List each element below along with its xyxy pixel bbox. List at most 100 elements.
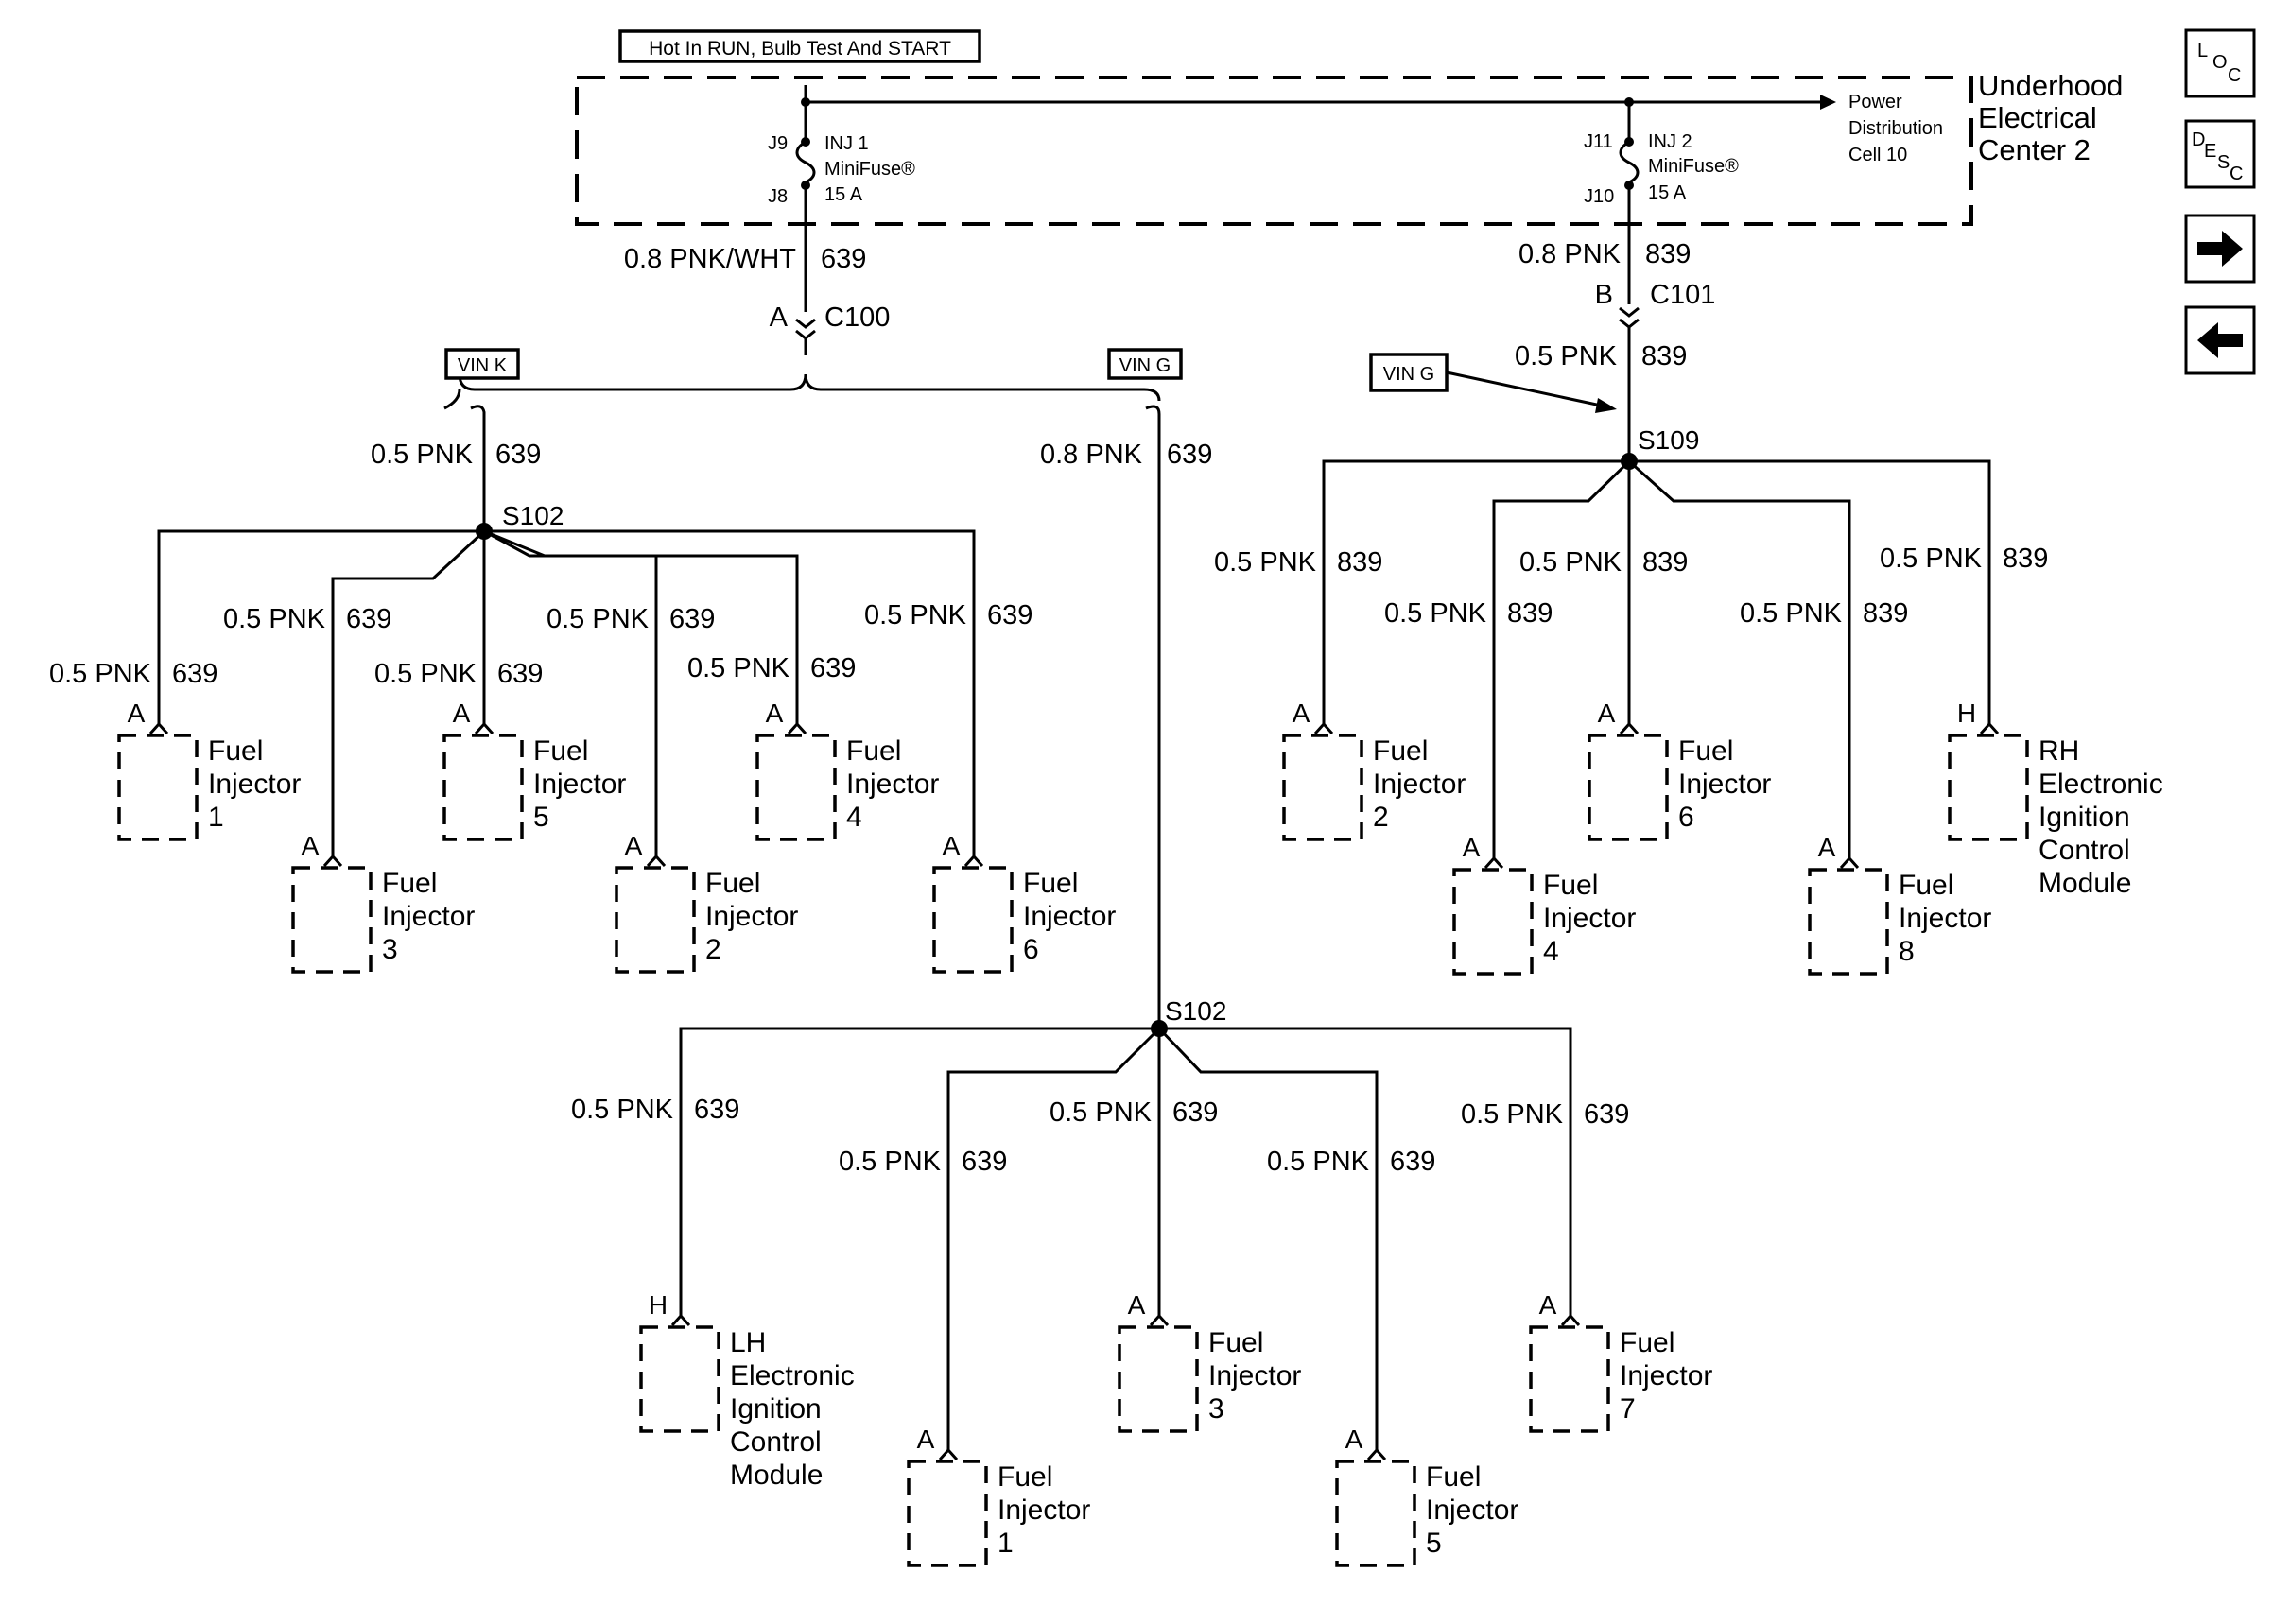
wire-circuit-g_inj7: 639 [1584, 1099, 1629, 1130]
component-label-g_inj7-2: 7 [1620, 1393, 1636, 1425]
splice-s102-upper-label: S102 [502, 501, 564, 530]
wire-k_inj3 [331, 529, 486, 856]
component-outline-k_inj6 [932, 866, 1014, 974]
loc-button[interactable]: L O C [2184, 28, 2256, 98]
pin-k_inj1: A [128, 699, 146, 728]
wire-size-k_inj6: 0.5 PNK [864, 600, 967, 631]
pin-k_inj3: A [302, 831, 320, 860]
component-label-k_inj2-1: Injector [705, 901, 798, 932]
terminal-g_inj7 [1560, 1313, 1581, 1327]
component-label-r_inj2-2: 2 [1373, 802, 1389, 833]
terminal-r_inj4 [1484, 855, 1504, 870]
svg-text:L O C: L O C [2197, 41, 2241, 86]
terminal-r_rh_eicm [1979, 721, 2000, 735]
svg-text:MiniFuse®: MiniFuse® [1648, 156, 1739, 177]
option-vin-g-right: VIN G [1383, 364, 1434, 385]
terminal-g_lh_eicm [670, 1313, 691, 1327]
wire-circuit-g_inj3: 639 [1172, 1097, 1218, 1128]
svg-text:15 A: 15 A [824, 184, 863, 205]
component-label-k_inj4-2: 4 [846, 802, 862, 833]
component-label-r_rh_eicm-1: Electronic [2039, 769, 2163, 800]
component-outline-r_inj6 [1588, 734, 1669, 841]
component-label-g_inj1-2: 1 [998, 1528, 1014, 1559]
wire-r_inj8 [1628, 459, 1851, 858]
component-label-r_rh_eicm-4: Module [2039, 868, 2131, 899]
component-label-k_inj5-0: Fuel [533, 735, 588, 767]
pin-g_inj3: A [1128, 1290, 1146, 1320]
terminal-k_inj2 [646, 854, 667, 868]
component-label-r_inj6-1: Injector [1678, 769, 1771, 800]
wire-639-main-size: 0.8 PNK/WHT [624, 244, 796, 274]
component-label-g_lh_eicm-4: Module [730, 1460, 823, 1491]
pin-g_inj5: A [1345, 1425, 1363, 1454]
component-label-k_inj2-0: Fuel [705, 868, 760, 899]
arrow-right-icon [2197, 231, 2243, 267]
svg-text:C100: C100 [824, 302, 890, 333]
vin-g-pointer-arrow-icon [1595, 398, 1617, 413]
terminal-r_inj8 [1839, 855, 1860, 870]
component-label-g_lh_eicm-0: LH [730, 1327, 766, 1358]
component-label-r_inj8-1: Injector [1899, 903, 1991, 934]
pin-r_inj4: A [1463, 833, 1481, 862]
wire-839-main-circuit: 839 [1645, 239, 1691, 269]
wire-639-main-circuit: 639 [821, 244, 866, 274]
component-outline-g_inj5 [1335, 1460, 1416, 1567]
component-label-g_inj3-1: Injector [1208, 1360, 1301, 1391]
wire-size-r_inj2: 0.5 PNK [1214, 547, 1317, 578]
wire-size-g_inj7: 0.5 PNK [1461, 1099, 1564, 1130]
component-label-k_inj3-0: Fuel [382, 868, 437, 899]
component-label-k_inj3-1: Injector [382, 901, 475, 932]
component-label-k_inj1-2: 1 [208, 802, 224, 833]
component-label-g_inj5-0: Fuel [1426, 1461, 1481, 1493]
terminal-k_inj4 [787, 721, 807, 735]
component-label-g_inj3-0: Fuel [1208, 1327, 1263, 1358]
component-label-k_inj4-1: Injector [846, 769, 939, 800]
back-button[interactable] [2184, 305, 2256, 375]
component-label-r_inj4-0: Fuel [1543, 870, 1598, 901]
wire-circuit-k_inj1: 639 [172, 659, 217, 689]
wire-r_inj4 [1492, 459, 1631, 858]
component-label-g_lh_eicm-2: Ignition [730, 1393, 822, 1425]
component-label-r_inj4-1: Injector [1543, 903, 1636, 934]
arrow-left-icon [2197, 322, 2243, 358]
component-label-k_inj1-0: Fuel [208, 735, 263, 767]
svg-text:J8: J8 [768, 186, 788, 207]
wire-k_inj4 [483, 529, 799, 724]
option-vin-g-box [1107, 348, 1183, 380]
component-outline-g_inj7 [1529, 1325, 1610, 1433]
terminal-g_inj5 [1366, 1447, 1387, 1461]
wire-k_inj2 [483, 529, 658, 856]
component-outline-g_lh_eicm [639, 1325, 720, 1433]
terminal-k_inj1 [148, 721, 169, 735]
svg-text:INJ 2: INJ 2 [1648, 131, 1692, 152]
option-vin-k: VIN K [458, 355, 508, 376]
pin-k_inj6: A [943, 831, 961, 860]
component-label-r_inj6-0: Fuel [1678, 735, 1733, 767]
wire-size-k_inj4: 0.5 PNK [687, 653, 790, 683]
splice-s102-lower-label: S102 [1165, 996, 1226, 1026]
component-label-k_inj5-2: 5 [533, 802, 549, 833]
wire-r_rh_eicm [1629, 459, 1991, 724]
svg-text:J10: J10 [1584, 186, 1614, 207]
component-outline-r_inj4 [1452, 868, 1534, 976]
terminal-g_inj3 [1149, 1313, 1170, 1327]
fuse-inj2: J11 J10 INJ 2 MiniFuse® 15 A [1584, 97, 1739, 304]
component-label-k_inj5-1: Injector [533, 769, 626, 800]
terminal-r_inj2 [1313, 721, 1334, 735]
component-label-g_inj5-1: Injector [1426, 1494, 1518, 1526]
component-label-g_lh_eicm-3: Control [730, 1426, 822, 1458]
desc-button[interactable]: D E S C [2184, 119, 2256, 189]
wire-circuit-k_inj3: 639 [346, 604, 391, 634]
svg-text:A: A [770, 302, 789, 333]
wire-size-k_inj1: 0.5 PNK [49, 659, 152, 689]
wire-circuit-k_inj4: 639 [810, 653, 856, 683]
pin-g_inj1: A [917, 1425, 935, 1454]
forward-button[interactable] [2184, 214, 2256, 284]
pin-r_inj8: A [1818, 833, 1836, 862]
terminal-k_inj6 [963, 854, 984, 868]
component-label-r_inj6-2: 6 [1678, 802, 1694, 833]
wire-839-ving-size: 0.5 PNK [1515, 341, 1618, 371]
connector-c101: B C101 [1595, 280, 1715, 461]
power-source-label: Hot In RUN, Bulb Test And START [649, 38, 951, 60]
pin-k_inj5: A [453, 699, 471, 728]
